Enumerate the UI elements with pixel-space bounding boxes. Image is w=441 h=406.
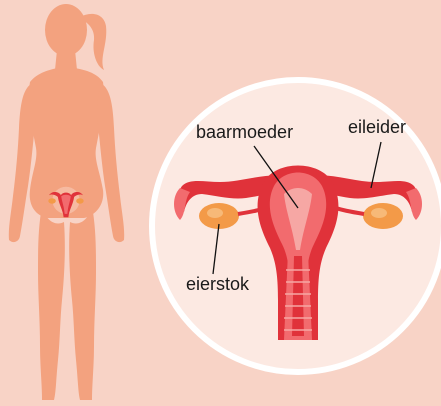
- label-fallopian-tube: eileider: [348, 117, 406, 137]
- label-uterus: baarmoeder: [196, 122, 293, 142]
- label-ovary: eierstok: [186, 274, 250, 294]
